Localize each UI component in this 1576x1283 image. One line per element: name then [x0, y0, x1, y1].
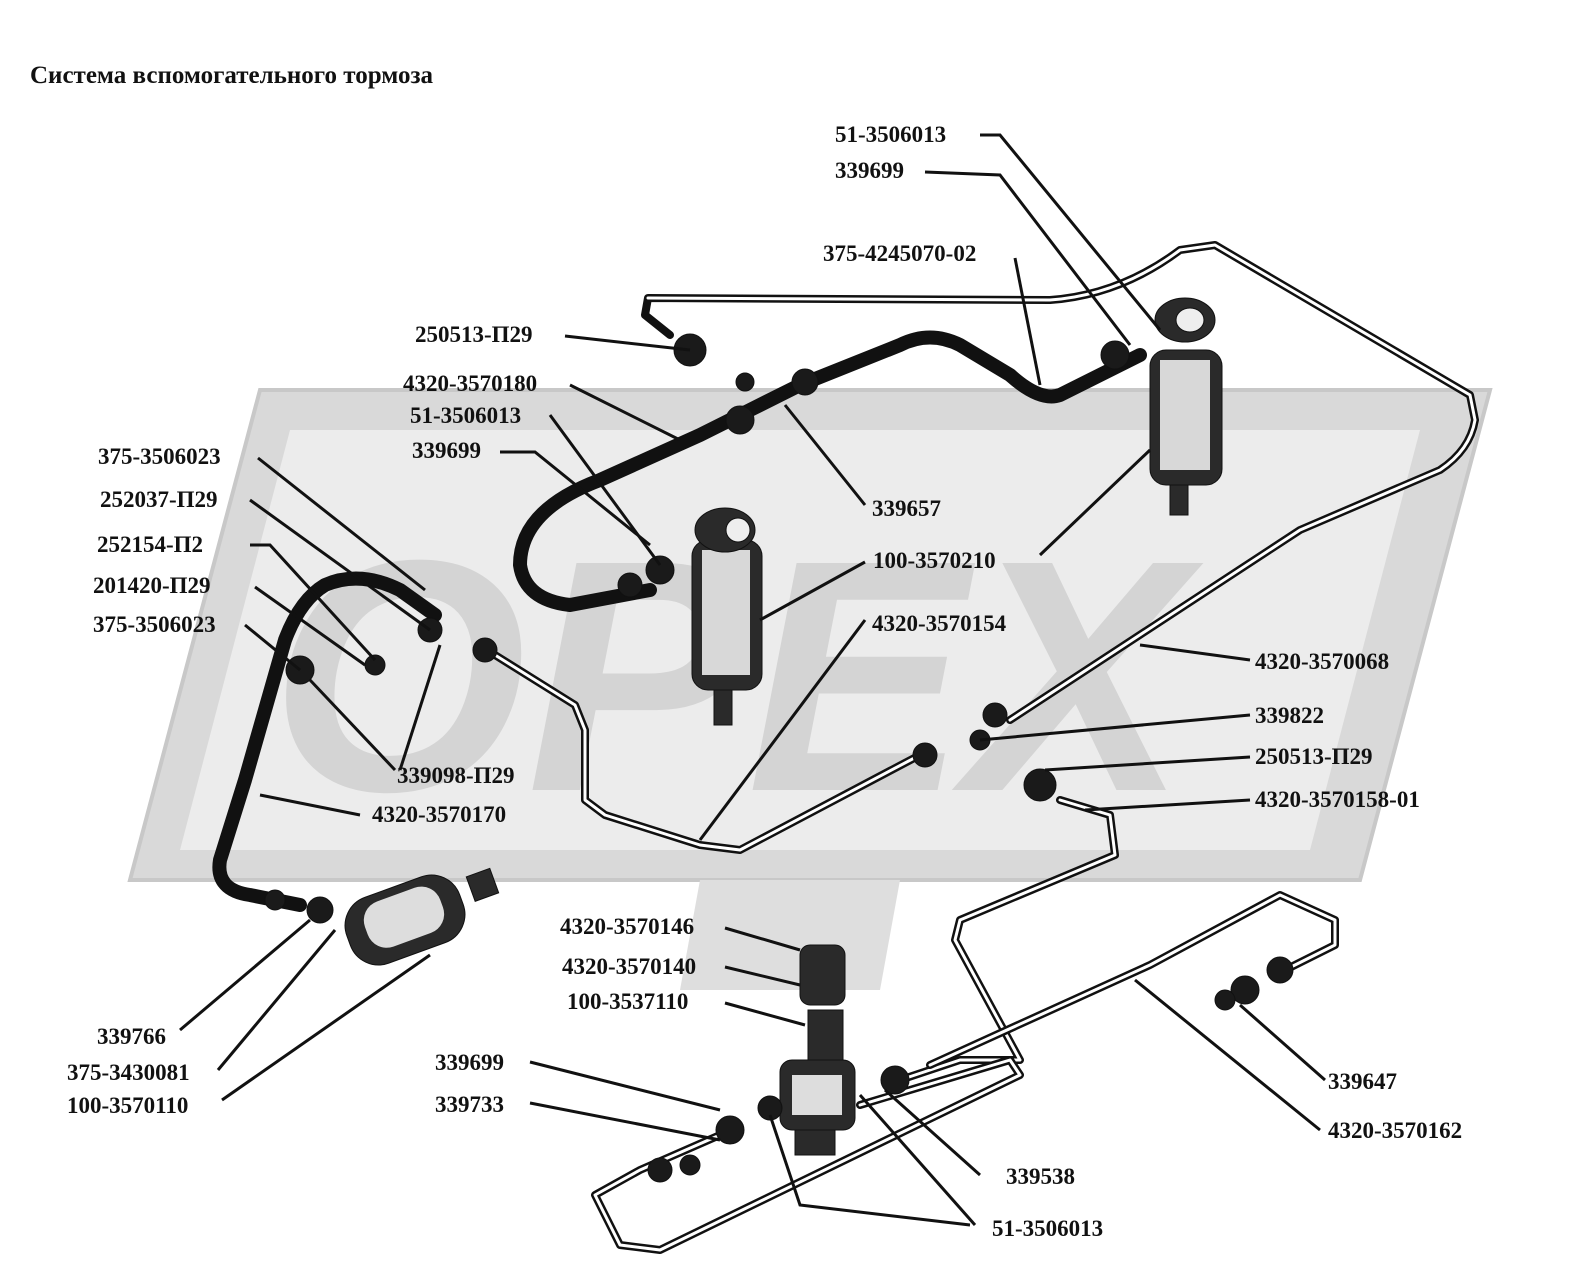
brake-cylinder-right	[1149, 297, 1223, 516]
label-51-3506013: 51-3506013	[410, 403, 522, 428]
label-375-3506023: 375-3506023	[98, 444, 221, 469]
label-339647: 339647	[1328, 1069, 1397, 1094]
label-339822: 339822	[1255, 703, 1324, 728]
label-4320-3570146: 4320-3570146	[560, 914, 695, 939]
components	[264, 297, 1294, 1183]
pipes	[212, 241, 1479, 1254]
page-title: Система вспомогательного тормоза	[30, 62, 434, 89]
label-201420-p29: 201420-П29	[93, 573, 211, 598]
leader-lines	[179, 133, 1326, 1227]
label-100-3570210: 100-3570210	[873, 548, 996, 573]
crane-100-3537110	[779, 944, 856, 1156]
label-4320-3570162: 4320-3570162	[1328, 1118, 1463, 1143]
label-51-3506013: 51-3506013	[835, 122, 947, 147]
label-4320-3570158-01: 4320-3570158-01	[1255, 787, 1420, 812]
valve-100-3570110	[344, 867, 500, 966]
label-4320-3570154: 4320-3570154	[872, 611, 1007, 636]
label-51-3506013: 51-3506013	[992, 1216, 1104, 1241]
brake-cylinder-middle	[691, 507, 763, 726]
label-339657: 339657	[872, 496, 941, 521]
label-339766: 339766	[97, 1024, 166, 1049]
label-4320-3570140: 4320-3570140	[562, 954, 697, 979]
label-250513-p29: 250513-П29	[415, 322, 533, 347]
label-100-3570110: 100-3570110	[67, 1093, 189, 1118]
label-339733: 339733	[435, 1092, 504, 1117]
label-4320-3570170: 4320-3570170	[372, 802, 507, 827]
label-375-3430081: 375-3430081	[67, 1060, 190, 1085]
label-252037-p29: 252037-П29	[100, 487, 218, 512]
label-375-4245070-02: 375-4245070-02	[823, 241, 977, 266]
label-339538: 339538	[1006, 1164, 1075, 1189]
label-4320-3570180: 4320-3570180	[403, 371, 538, 396]
label-339699: 339699	[412, 438, 481, 463]
label-250513-p29: 250513-П29	[1255, 744, 1373, 769]
label-339098-p29: 339098-П29	[397, 763, 515, 788]
label-4320-3570068: 4320-3570068	[1255, 649, 1390, 674]
label-100-3537110: 100-3537110	[567, 989, 689, 1014]
pipe-4320-3570180	[513, 330, 1147, 612]
fittings	[264, 333, 1294, 1183]
label-339699: 339699	[835, 158, 904, 183]
pipe-4320-3570170	[212, 571, 442, 912]
label-252154-p2: 252154-П2	[97, 532, 204, 557]
label-375-3506023: 375-3506023	[93, 612, 216, 637]
label-339699: 339699	[435, 1050, 504, 1075]
